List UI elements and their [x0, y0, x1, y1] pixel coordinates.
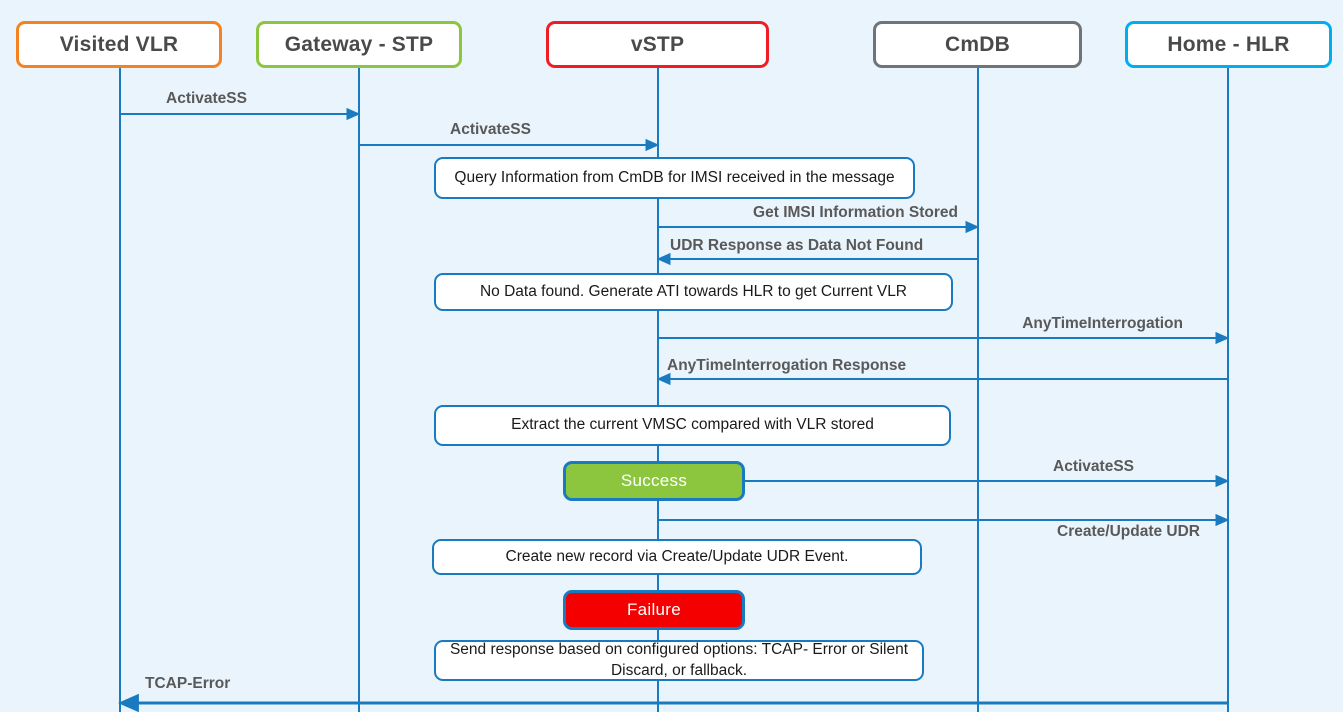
note-box-n3[interactable]: Extract the current VMSC compared with V…: [434, 405, 951, 446]
state-label: Failure: [626, 600, 682, 619]
message-label-m1: ActivateSS: [166, 90, 247, 107]
actor-vstp[interactable]: vSTP: [546, 21, 769, 68]
note-text: Query Information from CmDB for IMSI rec…: [454, 168, 895, 186]
state-box-s1[interactable]: Success: [563, 461, 745, 501]
actor-label: Home - HLR: [1167, 32, 1290, 56]
actor-vlr[interactable]: Visited VLR: [16, 21, 222, 68]
message-label-m5: AnyTimeInterrogation: [1022, 315, 1183, 332]
note-box-n4[interactable]: Create new record via Create/Update UDR …: [432, 539, 922, 575]
note-box-n5[interactable]: Send response based on configured option…: [434, 640, 924, 681]
actor-label: Gateway - STP: [284, 32, 434, 56]
note-box-n1[interactable]: Query Information from CmDB for IMSI rec…: [434, 157, 915, 199]
message-label-m6: AnyTimeInterrogation Response: [667, 357, 907, 374]
note-text: Extract the current VMSC compared with V…: [511, 416, 874, 434]
message-label-m9: TCAP-Error: [145, 675, 231, 692]
actor-hlr[interactable]: Home - HLR: [1125, 21, 1332, 68]
note-text: Create new record via Create/Update UDR …: [505, 547, 849, 565]
actor-cmdb[interactable]: CmDB: [873, 21, 1082, 68]
actor-label: Visited VLR: [59, 32, 179, 56]
state-box-s2[interactable]: Failure: [563, 590, 745, 630]
note-text: No Data found. Generate ATI towards HLR …: [479, 282, 908, 300]
arrows-group: [117, 107, 1230, 712]
actor-gstp[interactable]: Gateway - STP: [256, 21, 462, 68]
message-label-m8: Create/Update UDR: [1057, 523, 1200, 540]
note-text: Send response based on configured option…: [449, 641, 909, 679]
message-label-m4: UDR Response as Data Not Found: [670, 237, 924, 254]
actor-label: CmDB: [945, 32, 1010, 56]
message-label-m7: ActivateSS: [1053, 458, 1134, 475]
message-label-m3: Get IMSI Information Stored: [753, 204, 958, 221]
note-box-n2[interactable]: No Data found. Generate ATI towards HLR …: [434, 273, 953, 311]
state-label: Success: [620, 471, 688, 490]
actor-label: vSTP: [630, 32, 685, 56]
message-label-m2: ActivateSS: [450, 121, 531, 138]
